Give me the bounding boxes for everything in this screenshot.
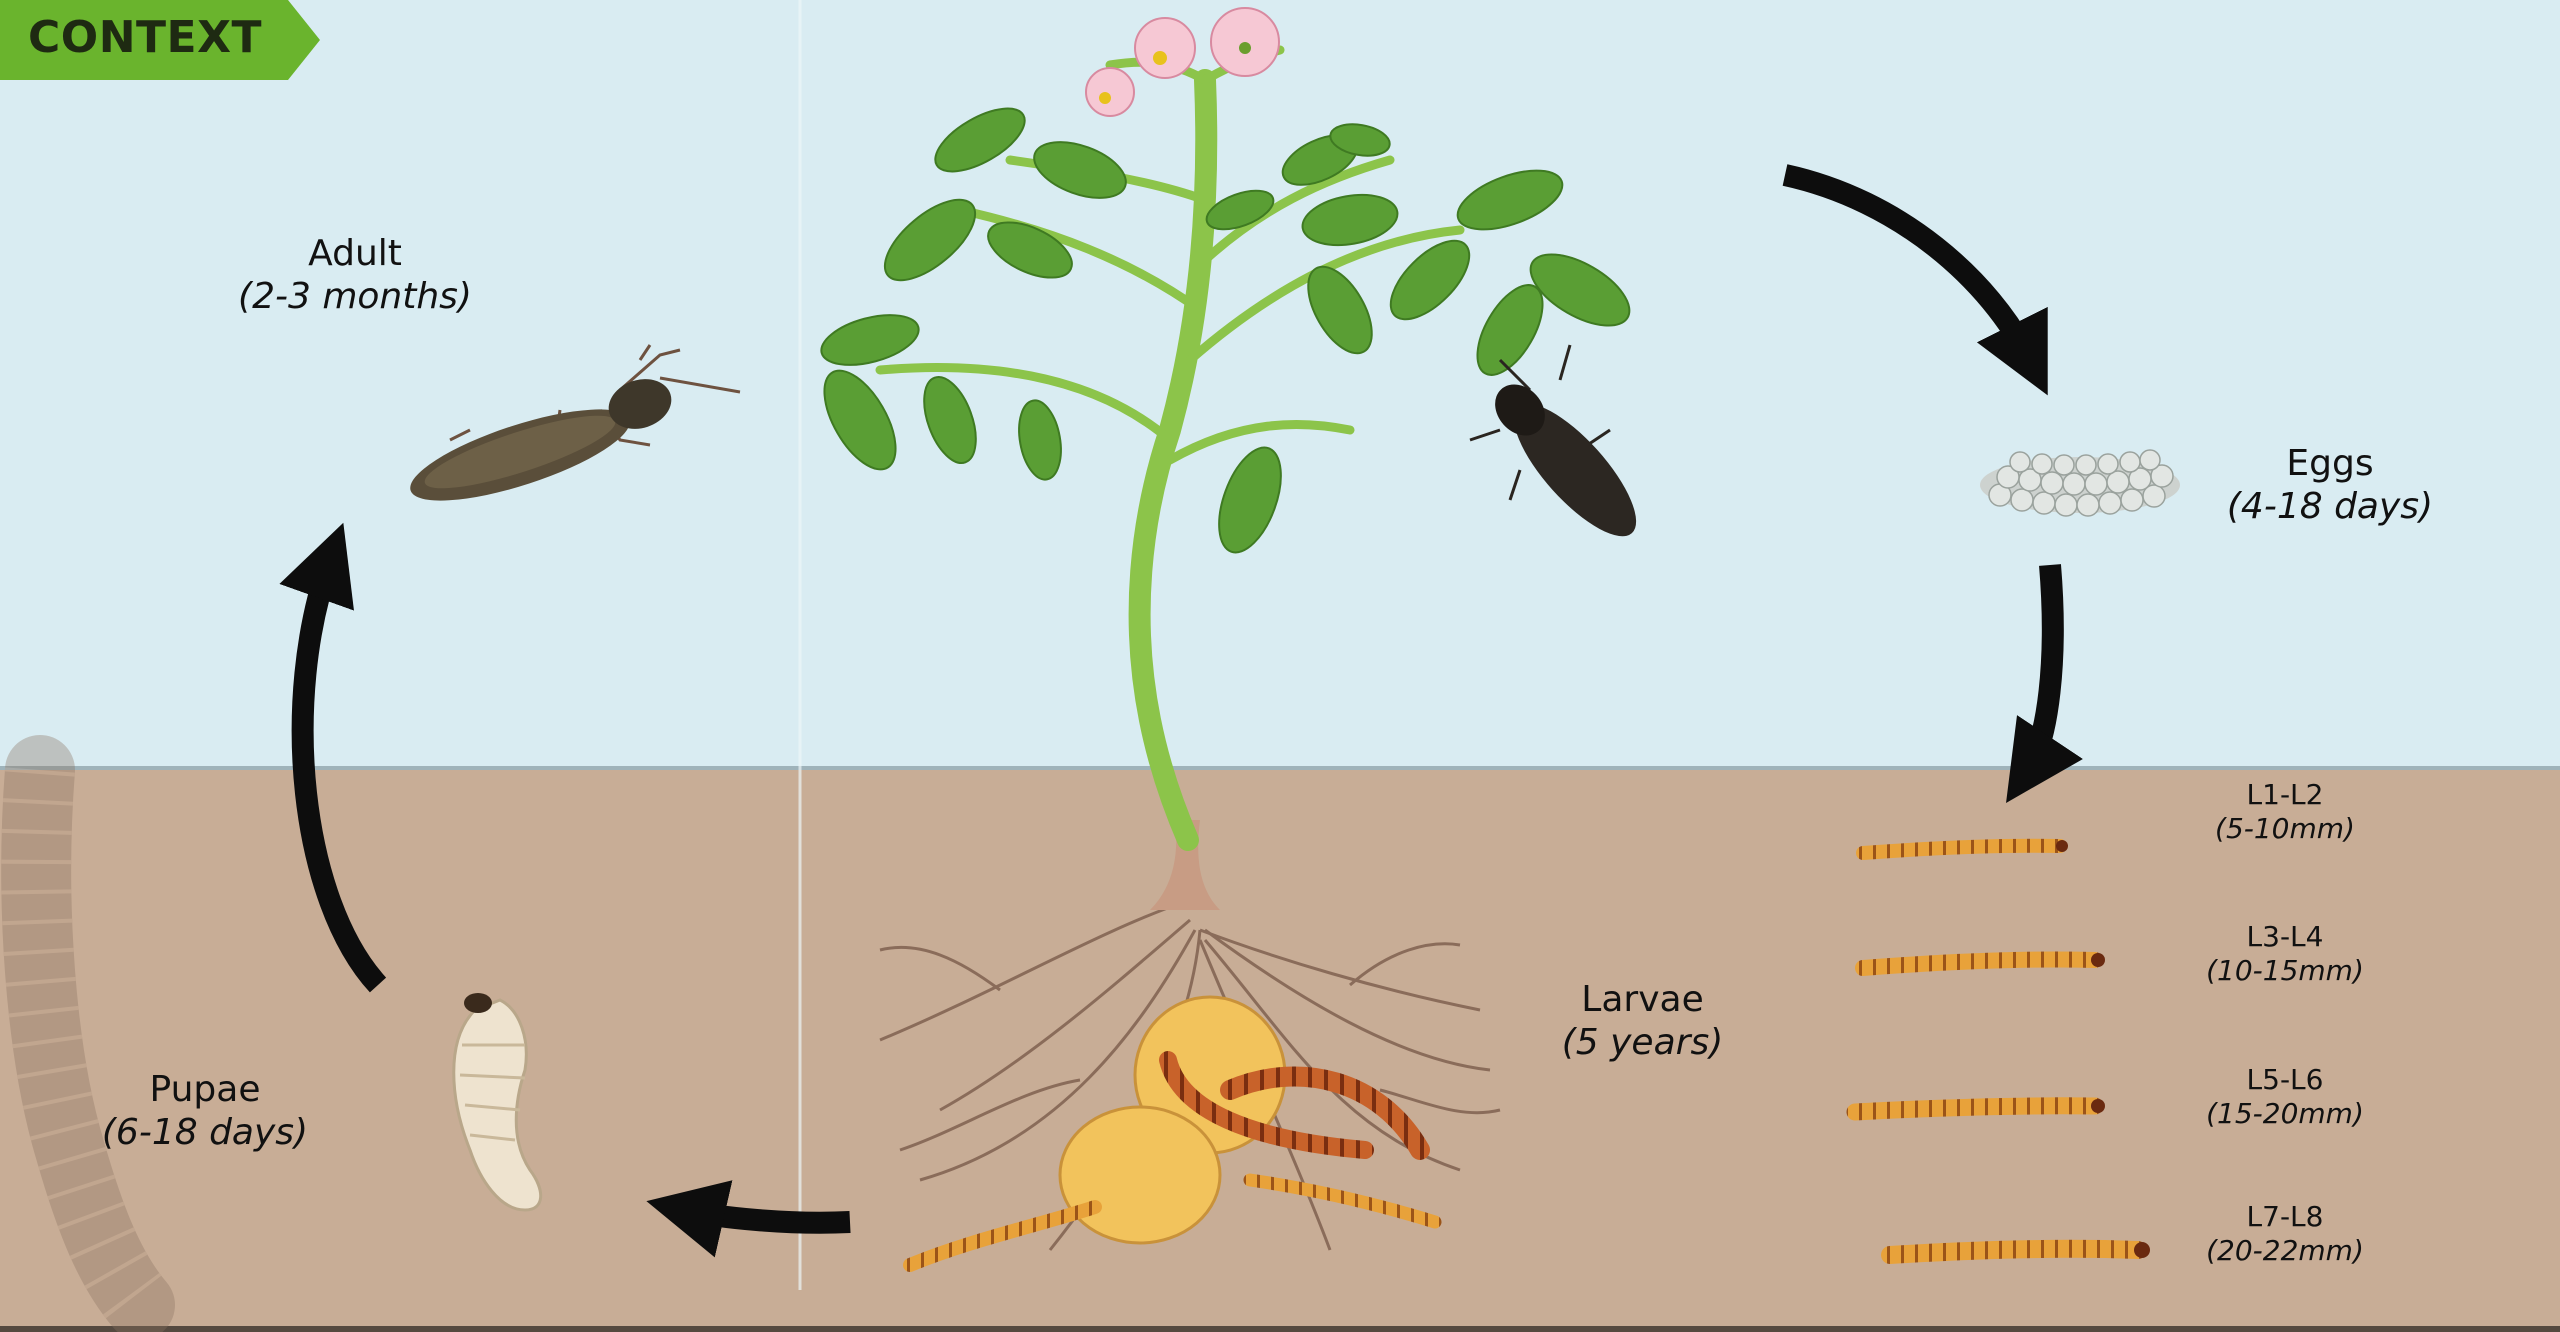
instar-label-l7-l8: L7-L8 (20-22mm) (2160, 1200, 2410, 1267)
tuber-front (1060, 1107, 1220, 1243)
stage-name-adult: Adult (205, 232, 505, 275)
stage-name-pupae: Pupae (55, 1068, 355, 1111)
instar-size: (5-10mm) (2160, 812, 2410, 846)
instar-name: L1-L2 (2160, 778, 2410, 812)
arrow-larvae-to-pupae (685, 1210, 850, 1223)
instar-name: L3-L4 (2160, 920, 2410, 954)
instar-larva-l7-l8 (1890, 1242, 2150, 1258)
stage-duration-larvae: (5 years) (1510, 1021, 1775, 1064)
context-tag-label: CONTEXT (28, 12, 262, 63)
stage-label-larvae: Larvae (5 years) (1510, 978, 1775, 1064)
instar-size: (20-22mm) (2160, 1234, 2410, 1268)
instar-size: (10-15mm) (2160, 954, 2410, 988)
stage-duration-pupae: (6-18 days) (55, 1111, 355, 1154)
bottom-border (0, 1326, 2560, 1332)
stage-duration-eggs: (4-18 days) (2180, 485, 2480, 528)
instar-label-l3-l4: L3-L4 (10-15mm) (2160, 920, 2410, 987)
stage-name-larvae: Larvae (1510, 978, 1775, 1021)
instar-label-l1-l2: L1-L2 (5-10mm) (2160, 778, 2410, 845)
stage-label-pupae: Pupae (6-18 days) (55, 1068, 355, 1154)
instar-name: L7-L8 (2160, 1200, 2410, 1234)
stage-label-adult: Adult (2-3 months) (205, 232, 505, 318)
stage-label-eggs: Eggs (4-18 days) (2180, 442, 2480, 528)
stage-duration-adult: (2-3 months) (205, 275, 505, 318)
stage-name-eggs: Eggs (2180, 442, 2480, 485)
instar-label-l5-l6: L5-L6 (15-20mm) (2160, 1063, 2410, 1130)
instar-size: (15-20mm) (2160, 1097, 2410, 1131)
instar-name: L5-L6 (2160, 1063, 2410, 1097)
context-tag: CONTEXT (0, 0, 320, 80)
sky-background (0, 0, 2560, 770)
